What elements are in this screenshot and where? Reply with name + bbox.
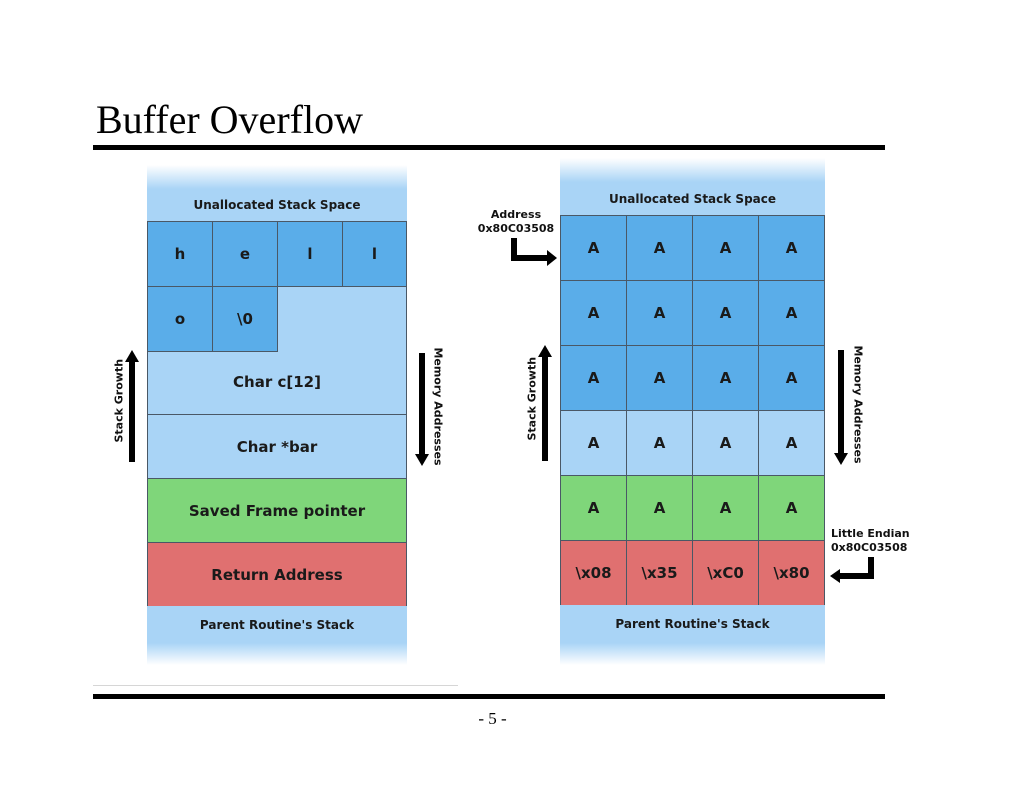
left-stack-bottom-fade bbox=[147, 643, 407, 665]
left-buffer-cell: l bbox=[342, 221, 407, 287]
left-memory-addresses-down-arrow-icon bbox=[415, 353, 429, 466]
right-overflow-cell: A bbox=[758, 215, 825, 281]
left-stack-growth-label: Stack Growth bbox=[112, 358, 126, 443]
right-stack-top-fade bbox=[560, 158, 825, 182]
right-return-byte-cell: \x80 bbox=[758, 540, 825, 606]
address-label: Address bbox=[490, 208, 542, 221]
right-unallocated-space: Unallocated Stack Space bbox=[560, 182, 825, 216]
left-char-c-label: Char c[12] bbox=[233, 373, 321, 391]
right-overflow-cell: A bbox=[692, 280, 759, 346]
right-return-byte-cell: \xC0 bbox=[692, 540, 759, 606]
right-overflow-cell: A bbox=[560, 215, 627, 281]
right-overflow-cell: A bbox=[758, 280, 825, 346]
right-overflow-cell: A bbox=[692, 345, 759, 411]
right-overflow-cell: A bbox=[560, 410, 627, 476]
right-overflow-cell: A bbox=[626, 215, 693, 281]
right-return-byte-cell: \x08 bbox=[560, 540, 627, 606]
address-pointer-arrow-icon bbox=[511, 238, 557, 266]
right-stack-growth-up-arrow-icon bbox=[538, 345, 552, 461]
little-endian-label: Little Endian bbox=[831, 527, 910, 540]
right-overflow-cell: A bbox=[758, 345, 825, 411]
right-stack-growth-label: Stack Growth bbox=[525, 356, 539, 441]
title-divider bbox=[93, 145, 885, 150]
left-memory-addresses-label: Memory Addresses bbox=[431, 347, 445, 466]
left-parent-routine-stack: Parent Routine's Stack bbox=[147, 606, 407, 643]
left-stack-growth-up-arrow-icon bbox=[125, 350, 139, 462]
little-endian-pointer-arrow-icon bbox=[830, 557, 874, 583]
left-char-bar: Char *bar bbox=[147, 414, 407, 479]
right-stack-bottom-fade bbox=[560, 643, 825, 665]
left-saved-frame-pointer: Saved Frame pointer bbox=[147, 478, 407, 543]
little-endian-value: 0x80C03508 bbox=[831, 541, 908, 554]
footer-divider bbox=[93, 694, 885, 699]
right-overflow-cell: A bbox=[560, 345, 627, 411]
thin-divider bbox=[93, 685, 458, 686]
left-return-address: Return Address bbox=[147, 542, 407, 607]
left-buffer-cell: l bbox=[277, 221, 343, 287]
right-memory-addresses-label: Memory Addresses bbox=[851, 345, 865, 464]
right-overflow-cell: A bbox=[560, 475, 627, 541]
left-buffer-cell: h bbox=[147, 221, 213, 287]
left-buffer-cell: e bbox=[212, 221, 278, 287]
right-overflow-cell: A bbox=[626, 345, 693, 411]
little-endian-note: Little Endian 0x80C03508 bbox=[831, 527, 921, 555]
left-unallocated-space: Unallocated Stack Space bbox=[147, 189, 407, 221]
right-overflow-cell: A bbox=[560, 280, 627, 346]
page-number: - 5 - bbox=[478, 709, 507, 728]
left-buffer-cell: o bbox=[147, 286, 213, 352]
address-pointer-note: Address 0x80C03508 bbox=[474, 208, 558, 236]
right-overflow-cell: A bbox=[692, 215, 759, 281]
right-return-byte-cell: \x35 bbox=[626, 540, 693, 606]
right-overflow-cell: A bbox=[692, 475, 759, 541]
slide-title: Buffer Overflow bbox=[96, 97, 363, 142]
right-overflow-cell: A bbox=[758, 475, 825, 541]
left-stack-diagram: Unallocated Stack Space h e l l o \0 Cha… bbox=[147, 165, 407, 665]
right-memory-addresses-down-arrow-icon bbox=[834, 350, 848, 465]
right-stack-diagram: Unallocated Stack Space A A A A A A A A … bbox=[560, 158, 825, 665]
left-buffer-cell: \0 bbox=[212, 286, 278, 352]
address-value: 0x80C03508 bbox=[477, 222, 555, 235]
right-overflow-cell: A bbox=[758, 410, 825, 476]
right-overflow-cell: A bbox=[626, 475, 693, 541]
right-overflow-cell: A bbox=[626, 410, 693, 476]
left-stack-top-fade bbox=[147, 165, 407, 189]
right-overflow-cell: A bbox=[626, 280, 693, 346]
right-parent-routine-stack: Parent Routine's Stack bbox=[560, 605, 825, 643]
right-overflow-cell: A bbox=[692, 410, 759, 476]
